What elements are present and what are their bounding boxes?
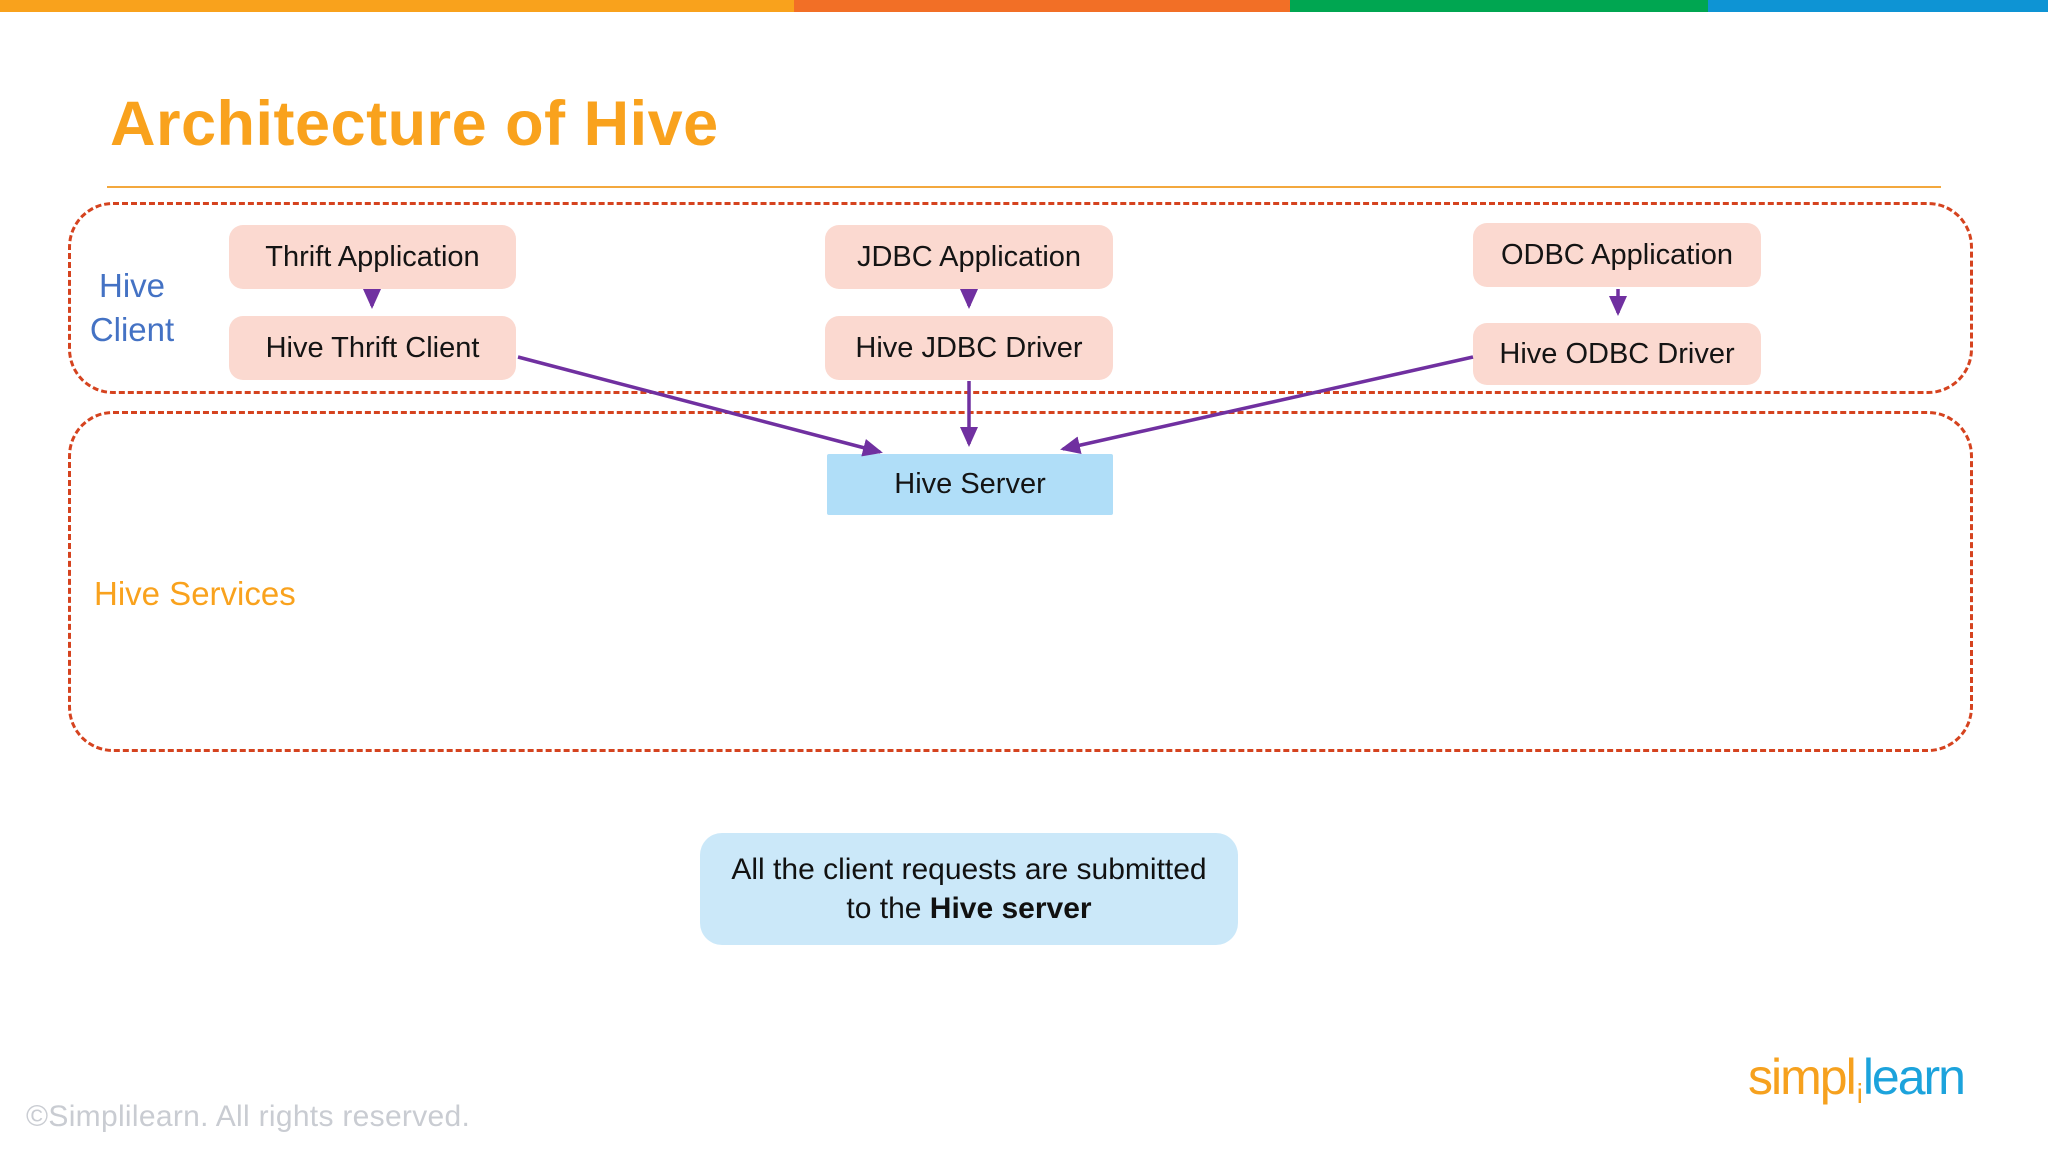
brand-bar-blue-segment [1708,0,2048,12]
logo-text-blue: learn [1862,1049,1966,1105]
callout-note: All the client requests are submitted to… [700,833,1238,945]
node-hive-odbc-driver: Hive ODBC Driver [1473,323,1761,385]
callout-text-bold: Hive server [929,892,1092,925]
callout-text: All the client requests are submitted to… [728,850,1210,928]
copyright-text: ©Simplilearn. All rights reserved. [26,1100,471,1133]
page-title: Architecture of Hive [110,89,719,159]
node-jdbc-application: JDBC Application [825,225,1113,289]
node-hive-jdbc-driver: Hive JDBC Driver [825,316,1113,380]
brand-bar-yellow-segment [0,0,794,12]
hive-services-group-box [68,411,1973,752]
logo-dotted-i: i [1856,1078,1863,1110]
node-odbc-application: ODBC Application [1473,223,1761,287]
node-hive-thrift-client: Hive Thrift Client [229,316,516,380]
hive-client-group-box [68,202,1973,394]
brand-bar-green-segment [1290,0,1708,12]
brand-bar-orange-segment [794,0,1290,12]
brand-color-bar [0,0,2048,12]
callout-text-normal: All the client requests are submitted to… [731,853,1207,925]
hive-client-group-label: Hive Client [89,267,175,348]
node-hive-server: Hive Server [827,454,1113,515]
simplilearn-logo: simplilearn [1748,1048,1966,1110]
node-thrift-application: Thrift Application [229,225,516,289]
logo-text-orange: simpl [1748,1049,1857,1105]
title-underline [107,186,1941,188]
hive-services-group-label: Hive Services [94,575,296,612]
